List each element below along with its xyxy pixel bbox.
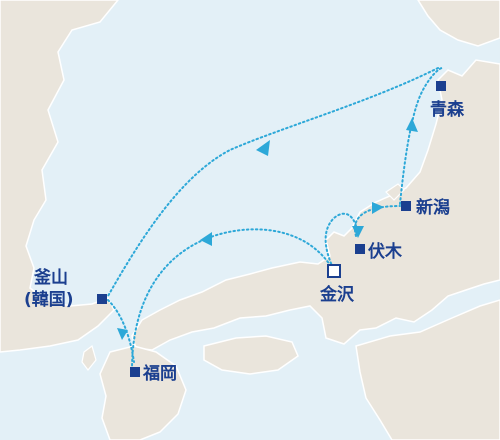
aomori-marker <box>436 81 446 91</box>
arrow-aomori-busan <box>256 140 270 156</box>
arrow-niigata-aomori <box>406 118 418 132</box>
fushiki-marker <box>355 244 365 254</box>
niigata-label: 新潟 <box>416 198 450 218</box>
arrow-busan-fukuoka <box>117 328 128 340</box>
tsushima-island <box>81 344 97 371</box>
niigata-marker <box>401 201 411 211</box>
fukuoka-label: 福岡 <box>143 364 177 384</box>
aomori-label: 青森 <box>430 100 464 120</box>
route-aomori-busan <box>107 67 439 297</box>
route-arrows <box>117 118 418 340</box>
fukuoka-marker <box>130 367 140 377</box>
arrow-fushiki-niigata <box>372 202 384 214</box>
kanazawa-label: 金沢 <box>320 285 354 305</box>
shikoku <box>203 335 299 375</box>
route-niigata-aomori <box>399 66 445 205</box>
hokkaido <box>417 0 500 47</box>
sado-island <box>385 183 405 201</box>
route-busan-fukuoka <box>107 299 135 363</box>
eastern-land <box>355 299 500 440</box>
busan-label: 釜山 <box>34 268 68 288</box>
kyushu <box>99 345 187 440</box>
busan-country-label: (韓国) <box>24 290 74 310</box>
busan-marker <box>97 294 107 304</box>
korean-peninsula <box>0 0 119 353</box>
arrow-kanazawa-fushiki <box>352 226 364 238</box>
fushiki-label: 伏木 <box>368 242 402 262</box>
honshu <box>131 59 500 351</box>
route-kanazawa-fushiki <box>324 212 359 269</box>
arrow-fukuoka-kanazawa <box>200 232 212 246</box>
kanazawa-marker <box>327 264 341 278</box>
